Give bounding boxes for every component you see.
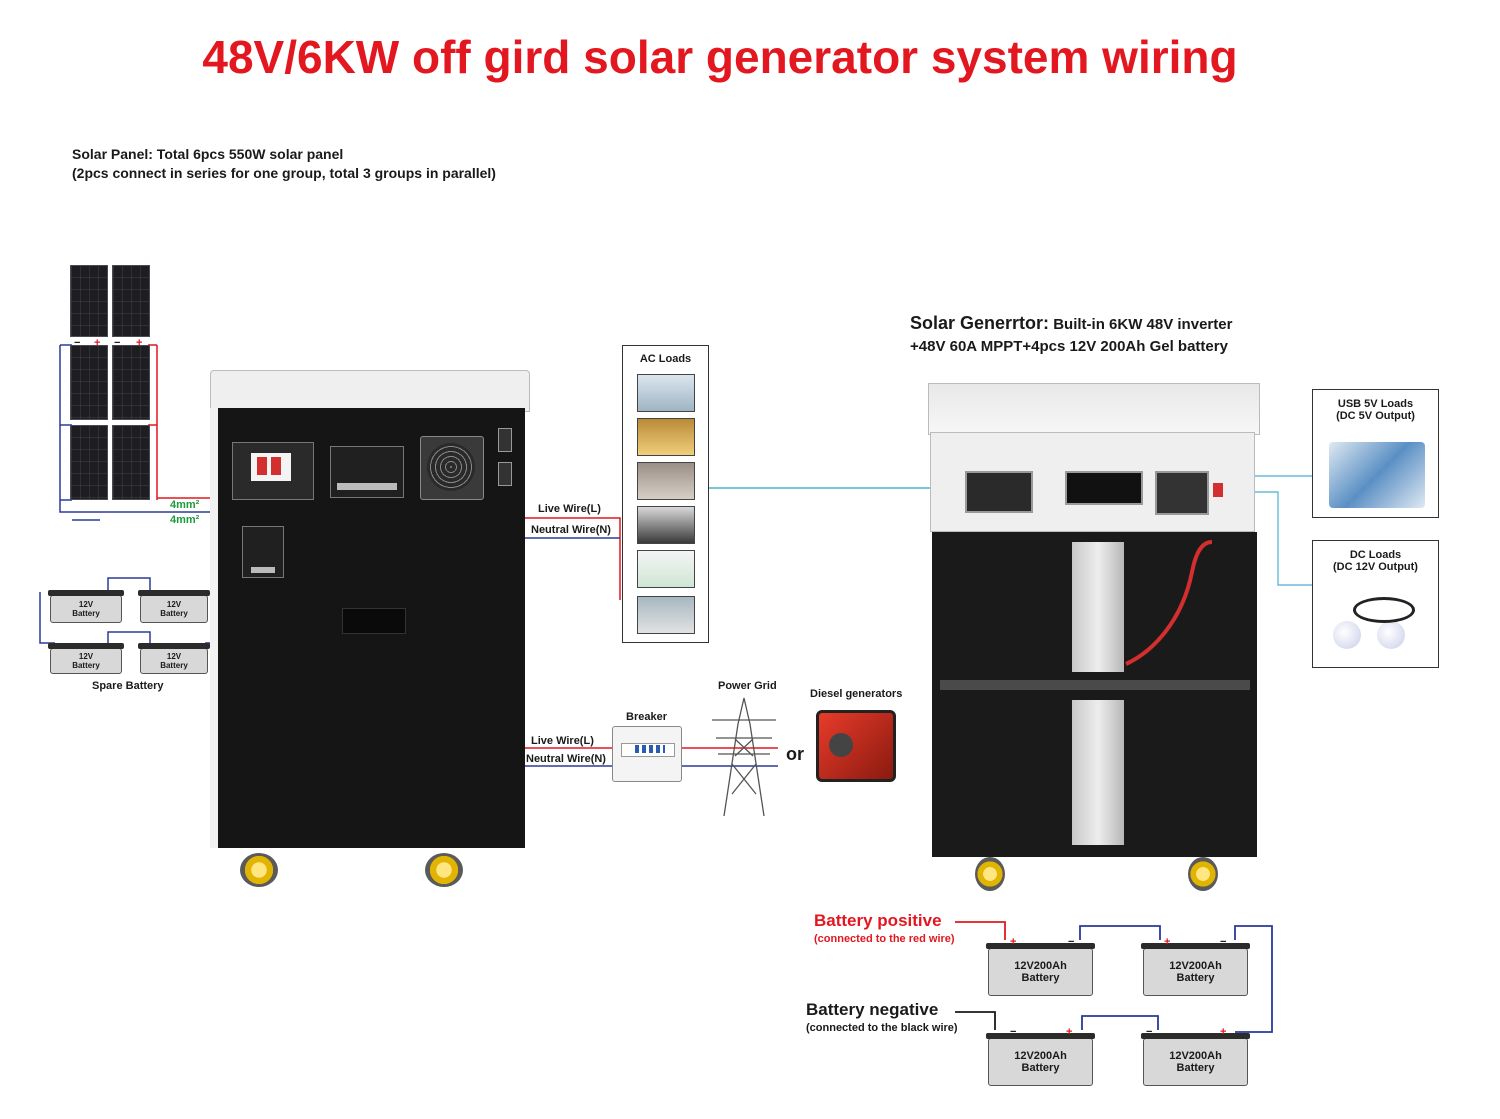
battery-module: [1072, 700, 1124, 845]
solar-panel-note: Solar Panel: Total 6pcs 550W solar panel…: [72, 145, 496, 183]
ac-socket: [498, 428, 512, 452]
diagram-title: 48V/6KW off gird solar generator system …: [202, 31, 1238, 83]
terminal-minus-sign: −: [1146, 1026, 1153, 1038]
cable-coil-icon: [1353, 597, 1415, 623]
ac-loads-title: AC Loads: [639, 353, 692, 365]
terminal-plus-sign: +: [1066, 1026, 1073, 1038]
breaker-box-icon: [612, 726, 682, 782]
power-switch: [1213, 483, 1223, 497]
solar-panel: [70, 265, 108, 337]
open-cabinet-front-panel: [930, 432, 1255, 532]
solar-panel: [70, 345, 108, 420]
cooling-fan: [420, 436, 484, 500]
cabinet-shelf: [940, 680, 1250, 690]
solar-note-line1: Solar Panel: Total 6pcs 550W solar panel: [72, 146, 344, 162]
usb-loads-title: USB 5V Loads: [1337, 398, 1414, 410]
cable-size-label-top: 4mm²: [170, 499, 200, 511]
fan-load-icon: [637, 374, 695, 412]
dc-loads-title: DC Loads: [1349, 549, 1402, 561]
battery-positive-subtitle: (connected to the red wire): [814, 933, 955, 945]
bank-negative-wire: [955, 1011, 996, 1030]
led-bulb-icon: [1333, 621, 1361, 649]
terminal-plus-sign: +: [1220, 1026, 1227, 1038]
terminal-block: [330, 446, 404, 498]
dc-loads-box: DC Loads (DC 12V Output): [1312, 540, 1439, 668]
diesel-generator-label: Diesel generators: [810, 688, 903, 700]
terminal-minus-sign: −: [1068, 936, 1075, 948]
cable-size-label-bottom: 4mm²: [170, 514, 200, 526]
air-conditioner-load-icon: [637, 550, 695, 588]
dc-breaker-panel: [232, 442, 314, 500]
ac-neutral-label: Neutral Wire(N): [531, 524, 611, 536]
solar-panel: [112, 265, 150, 337]
open-cabinet-body: [932, 532, 1257, 857]
bank-positive-wire: [955, 921, 1006, 940]
ac-live-label: Live Wire(L): [538, 503, 601, 515]
terminal-plus-sign: +: [1164, 936, 1171, 948]
usb-outlet-panel: [1155, 471, 1209, 515]
lcd-display: [1065, 471, 1143, 505]
generator-note-line1: Built-in 6KW 48V inverter: [1053, 316, 1233, 333]
mobile-devices-icon: [1329, 442, 1425, 508]
battery-breaker: [242, 526, 284, 578]
generator-note: Solar Generrtor: Built-in 6KW 48V invert…: [910, 312, 1232, 358]
generator-note-line2: +48V 60A MPPT+4pcs 12V 200Ah Gel battery: [910, 338, 1228, 355]
cabinet-wheel: [425, 853, 463, 887]
panel-plus-sign: +: [94, 337, 101, 349]
open-cabinet-top: [928, 383, 1260, 435]
lamp-load-icon: [637, 418, 695, 456]
led-bulb-icon: [1377, 621, 1405, 649]
solar-panel: [112, 345, 150, 420]
panel-minus-sign: −: [114, 337, 121, 349]
battery-module: [1072, 542, 1124, 672]
battery-negative-title: Battery negative: [806, 1000, 939, 1019]
diesel-generator-icon: [816, 710, 896, 782]
generator-cabinet: [210, 408, 525, 848]
internal-red-cable: [1125, 540, 1213, 666]
solar-note-line2: (2pcs connect in series for one group, t…: [72, 165, 496, 181]
usb-loads-box: USB 5V Loads (DC 5V Output): [1312, 389, 1439, 518]
grid-neutral-label: Neutral Wire(N): [526, 753, 606, 765]
dc-loads-subtitle: (DC 12V Output): [1333, 561, 1418, 573]
cabinet-handle: [342, 608, 406, 634]
spare-battery-caption: Spare Battery: [92, 680, 164, 692]
terminal-minus-sign: −: [1010, 1026, 1017, 1038]
power-grid-label: Power Grid: [718, 680, 777, 692]
terminal-minus-sign: −: [1220, 936, 1227, 948]
cabinet-wheel: [975, 857, 1005, 891]
refrigerator-load-icon: [637, 596, 695, 634]
usb-loads-subtitle: (DC 5V Output): [1336, 410, 1415, 422]
terminal-plus-sign: +: [1010, 936, 1017, 948]
power-tower-icon: [712, 697, 776, 817]
ac-socket: [498, 462, 512, 486]
panel-minus-sign: −: [74, 337, 81, 349]
generator-note-label: Solar Generrtor:: [910, 313, 1050, 333]
cabinet-wheel: [1188, 857, 1218, 891]
laptop-load-icon: [637, 462, 695, 500]
cabinet-wheel: [240, 853, 278, 887]
grid-live-label: Live Wire(L): [531, 735, 594, 747]
cooker-load-icon: [637, 506, 695, 544]
generator-cabinet-top: [210, 370, 530, 412]
ac-outlet-panel: [965, 471, 1033, 513]
or-label: or: [786, 744, 804, 764]
breaker-label: Breaker: [626, 711, 667, 723]
ac-loads-box: AC Loads: [622, 345, 709, 643]
battery-positive-title: Battery positive: [814, 911, 942, 930]
solar-panel: [112, 425, 150, 500]
panel-plus-sign: +: [136, 337, 143, 349]
solar-panel: [70, 425, 108, 500]
battery-negative-subtitle: (connected to the black wire): [806, 1022, 958, 1034]
